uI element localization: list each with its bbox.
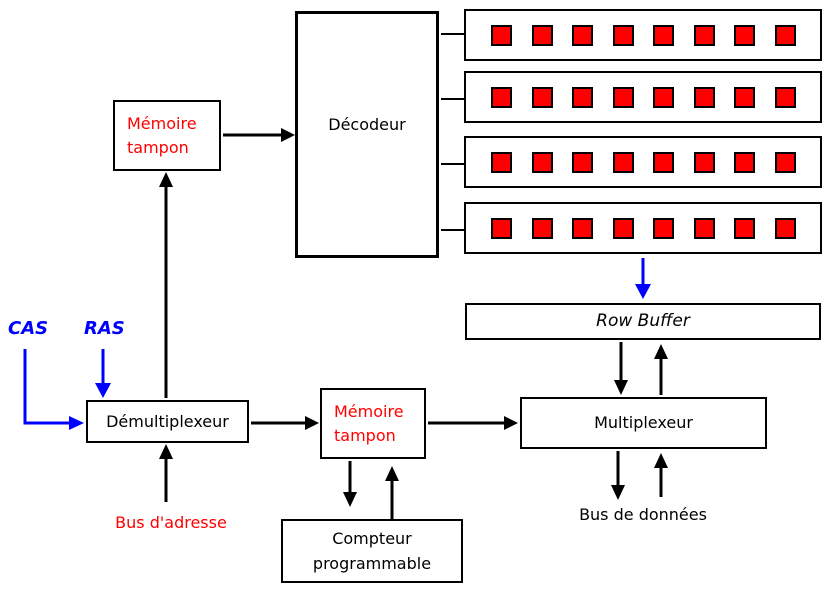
- buffer-memory-mid-box: Mémoire tampon: [320, 388, 426, 459]
- arrow-mux-to-data-bus: [611, 451, 625, 500]
- memory-cell: [653, 86, 675, 108]
- arrow-mux-to-row-buffer: [654, 344, 668, 395]
- memory-cell: [612, 217, 634, 239]
- row-buffer-box: Row Buffer: [465, 303, 821, 340]
- buffer-memory-top-label-line2: tampon: [127, 137, 189, 157]
- memory-cell: [612, 24, 634, 46]
- memory-cell: [653, 217, 675, 239]
- programmable-counter-label-line2: programmable: [312, 554, 432, 573]
- memory-cell: [491, 151, 512, 173]
- memory-cell: [734, 151, 756, 173]
- programmable-counter-label-line1: Compteur: [332, 529, 412, 548]
- arrow-cas-to-demux: [23, 349, 84, 430]
- memory-cell: [734, 217, 756, 239]
- data-bus-label: Bus de données: [579, 505, 707, 524]
- buffer-memory-top-label-line1: Mémoire: [127, 113, 197, 133]
- arrow-data-bus-to-mux: [654, 453, 668, 497]
- multiplexer-label: Multiplexeur: [594, 413, 693, 433]
- decoder-box: Décodeur: [295, 11, 439, 258]
- memory-cell: [774, 151, 796, 173]
- buffer-memory-mid-label-line2: tampon: [334, 425, 396, 445]
- memory-cell: [774, 217, 796, 239]
- memory-row: [464, 9, 822, 61]
- memory-cell: [572, 24, 594, 46]
- memory-cell: [734, 24, 756, 46]
- memory-cell: [531, 217, 553, 239]
- memory-cell: [734, 86, 756, 108]
- arrow-address-bus-to-demux: [159, 444, 173, 502]
- memory-cell: [612, 86, 634, 108]
- arrow-buffer-mid-to-counter: [343, 461, 357, 507]
- memory-row: [464, 71, 822, 123]
- demultiplexer-box: Démultiplexeur: [86, 400, 249, 443]
- arrow-ras-to-demux: [95, 349, 111, 398]
- programmable-counter-box: Compteur programmable: [281, 519, 463, 583]
- arrow-array-to-row-buffer: [635, 258, 651, 299]
- arrow-buffer-top-to-decoder: [223, 128, 295, 142]
- memory-cell: [572, 151, 594, 173]
- arrow-row-buffer-to-mux: [614, 342, 628, 395]
- memory-row: [464, 136, 822, 188]
- memory-row: [464, 202, 822, 254]
- buffer-memory-mid-label-line1: Mémoire: [334, 401, 404, 421]
- decoder-label: Décodeur: [328, 114, 406, 134]
- memory-cell: [491, 24, 512, 46]
- memory-cell: [693, 86, 715, 108]
- ras-signal-label: RAS: [84, 318, 125, 339]
- memory-cell: [491, 217, 512, 239]
- arrow-demux-to-buffer-mid: [251, 416, 319, 430]
- memory-cell: [572, 86, 594, 108]
- buffer-memory-top-box: Mémoire tampon: [113, 100, 221, 171]
- memory-cell: [693, 217, 715, 239]
- arrow-demux-to-buffer-top: [159, 172, 173, 398]
- memory-cell: [693, 151, 715, 173]
- memory-cell: [491, 86, 512, 108]
- multiplexer-box: Multiplexeur: [520, 397, 767, 449]
- address-bus-label: Bus d'adresse: [115, 513, 227, 532]
- decoder-to-row-connectors: [441, 33, 464, 231]
- memory-cell: [774, 24, 796, 46]
- memory-cell: [572, 217, 594, 239]
- demultiplexer-label: Démultiplexeur: [106, 411, 229, 431]
- cas-signal-label: CAS: [8, 318, 49, 339]
- row-buffer-label: Row Buffer: [596, 311, 690, 332]
- memory-cell: [531, 24, 553, 46]
- arrow-buffer-mid-to-mux: [428, 416, 518, 430]
- arrow-counter-to-buffer-mid: [385, 466, 399, 519]
- memory-cell: [612, 151, 634, 173]
- memory-cell: [653, 151, 675, 173]
- memory-cell: [774, 86, 796, 108]
- memory-cell: [531, 151, 553, 173]
- memory-cell: [693, 24, 715, 46]
- memory-cell: [531, 86, 553, 108]
- memory-cell: [653, 24, 675, 46]
